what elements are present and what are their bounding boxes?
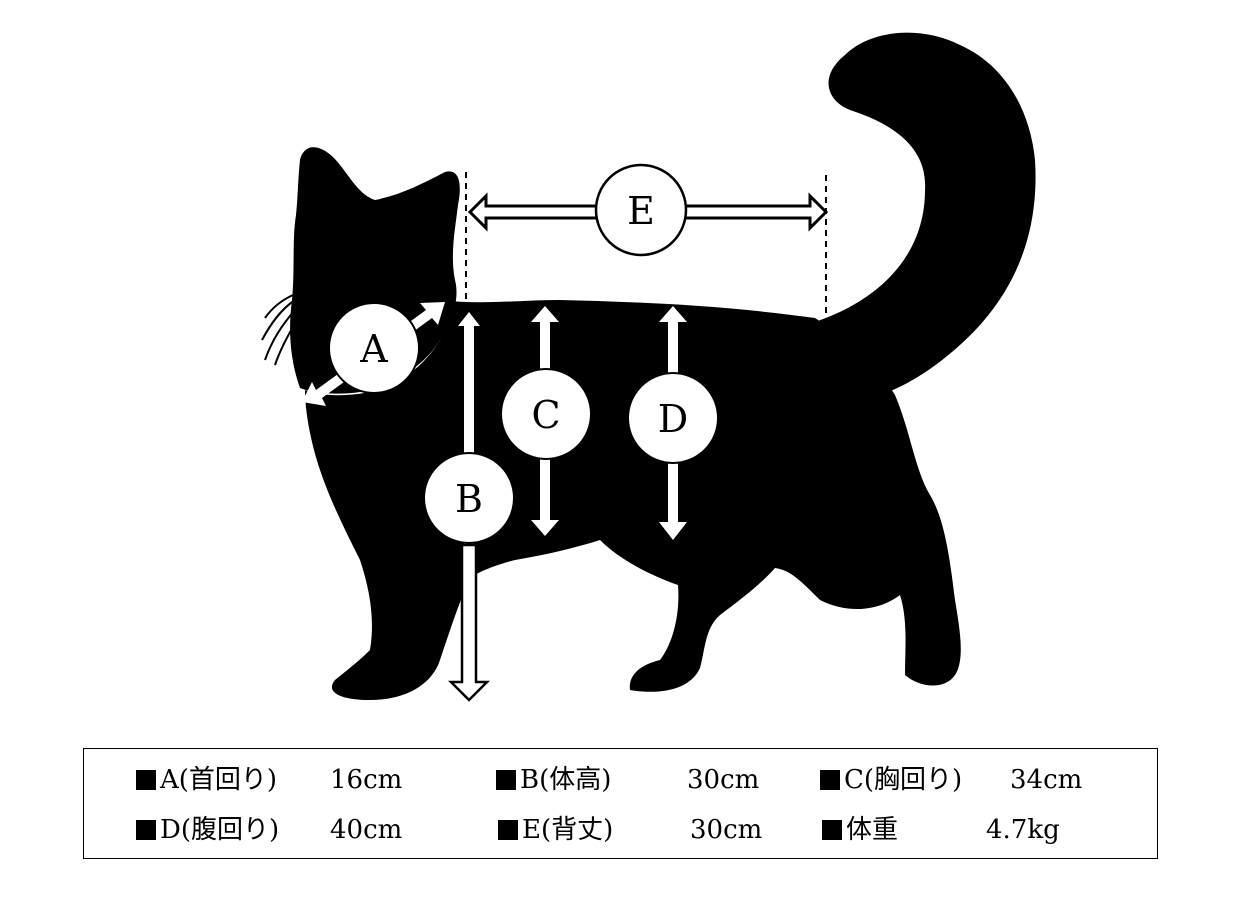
marker-d: D <box>627 372 719 464</box>
legend-value-b: 30cm <box>687 765 760 795</box>
legend-value-weight: 4.7kg <box>986 815 1060 845</box>
svg-text:D: D <box>658 397 688 441</box>
square-bullet-icon <box>498 820 518 840</box>
legend-value-c: 34cm <box>1010 765 1083 795</box>
legend-label-c: C(胸回り) <box>820 765 962 795</box>
square-bullet-icon <box>496 770 516 790</box>
legend-value-a: 16cm <box>330 765 403 795</box>
svg-text:C: C <box>531 393 560 437</box>
svg-text:A: A <box>359 327 388 371</box>
legend-value-d: 40cm <box>330 815 403 845</box>
legend-label-b: B(体高) <box>496 765 611 795</box>
square-bullet-icon <box>136 770 156 790</box>
cat-whiskers <box>261 294 298 366</box>
measurement-legend: A(首回り) 16cm B(体高) 30cm C(胸回り) 34cm D(腹回り… <box>83 748 1158 859</box>
square-bullet-icon <box>136 820 156 840</box>
square-bullet-icon <box>822 820 842 840</box>
legend-label-e: E(背丈) <box>498 815 613 845</box>
legend-label-a: A(首回り) <box>136 765 277 795</box>
marker-e: E <box>594 163 688 257</box>
svg-text:B: B <box>455 477 483 521</box>
legend-label-weight: 体重 <box>822 815 898 845</box>
legend-value-e: 30cm <box>690 815 763 845</box>
legend-label-d: D(腹回り) <box>136 815 279 845</box>
cat-tail <box>815 32 1036 398</box>
marker-a: A <box>328 302 420 394</box>
cat-measurement-diagram: A B C D E <box>261 32 1036 702</box>
svg-text:E: E <box>627 189 655 233</box>
marker-c: C <box>500 368 592 460</box>
square-bullet-icon <box>820 770 840 790</box>
marker-b: B <box>423 452 515 544</box>
